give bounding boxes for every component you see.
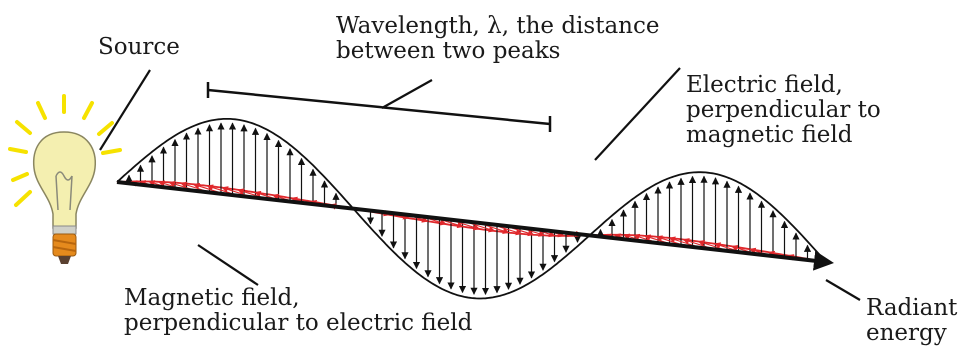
- source-label: Source: [98, 35, 180, 60]
- radiant-energy-label-line-1: Radiant: [866, 295, 958, 321]
- electric-field-label-line-1: Electric field,: [686, 72, 843, 98]
- magnetic-field-label-line-1: Magnetic field,: [124, 285, 300, 311]
- source-label-text: Source: [98, 34, 180, 60]
- electric-field-wave: [116, 118, 827, 300]
- wavelength-bracket: [206, 82, 552, 132]
- leader-lines: [99, 67, 861, 301]
- electric-field-label-line-2: perpendicular to: [686, 97, 881, 123]
- wavelength-leader-line: [381, 79, 433, 109]
- magnetic-leader-line: [197, 244, 259, 286]
- source-leader-line: [99, 69, 151, 151]
- electric-field-label: Electric field, perpendicular to magneti…: [686, 73, 881, 148]
- electric-field-label-line-3: magnetic field: [686, 122, 853, 148]
- wavelength-label-line-2: between two peaks: [336, 38, 561, 64]
- radiant-energy-label-line-2: energy: [866, 320, 947, 346]
- electric-leader-line: [594, 67, 681, 161]
- wavelength-label: Wavelength, λ, the distance between two …: [336, 14, 659, 64]
- radiant-leader-line: [825, 279, 861, 301]
- wavelength-label-line-1: Wavelength, λ, the distance: [336, 13, 660, 39]
- propagation-axis-arrow: [116, 180, 834, 271]
- wave-layer: [116, 118, 834, 300]
- radiant-energy-label: Radiant energy: [866, 296, 957, 346]
- magnetic-field-label-line-2: perpendicular to electric field: [124, 310, 473, 336]
- magnetic-field-label: Magnetic field, perpendicular to electri…: [124, 286, 472, 336]
- light-bulb-icon: [8, 94, 122, 264]
